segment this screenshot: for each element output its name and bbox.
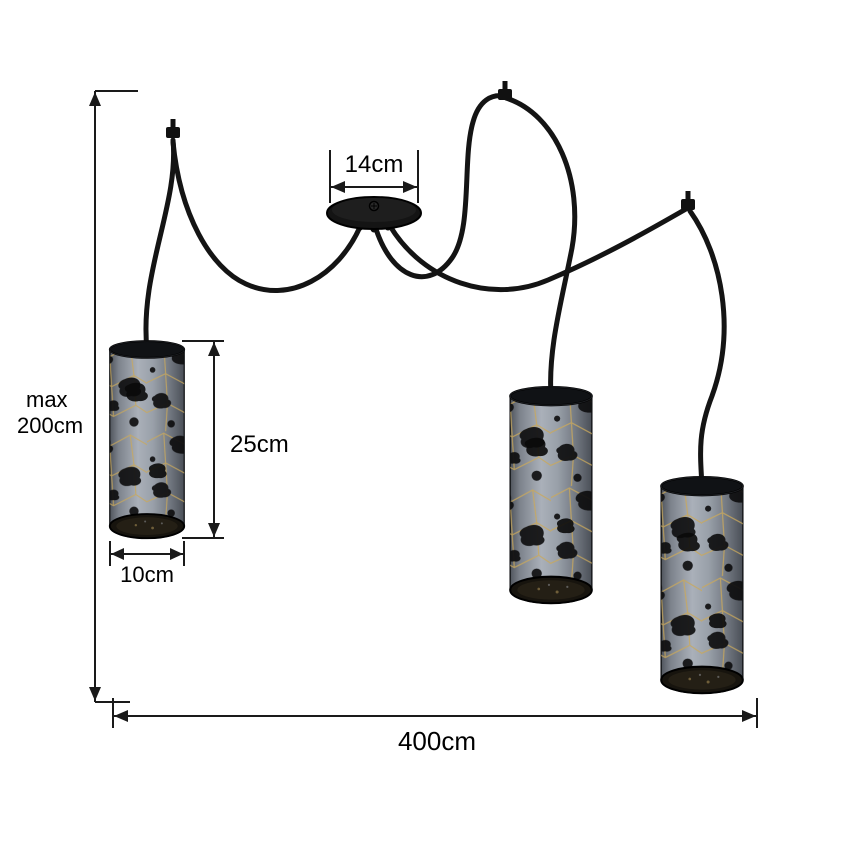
shade-height-label: 25cm — [230, 431, 289, 458]
max-height-label-prefix: max — [26, 387, 68, 412]
dimension-shade-diameter — [109, 541, 185, 566]
dimension-canopy-width — [329, 150, 419, 203]
shade-diameter-label: 10cm — [120, 562, 174, 587]
lampshade-middle — [509, 385, 593, 605]
cable-clip-left — [166, 119, 180, 138]
ceiling-canopy — [326, 196, 422, 233]
dimension-shade-height — [182, 340, 224, 539]
canopy-width-label: 14cm — [345, 151, 404, 178]
lampshade-left — [108, 340, 186, 540]
cable-middle — [373, 93, 578, 399]
total-width-label: 400cm — [398, 726, 476, 756]
dimension-total-width — [112, 698, 758, 728]
max-height-label-value: 200cm — [17, 413, 83, 438]
cable-clip-right — [681, 191, 695, 210]
cable-right — [387, 206, 727, 489]
lampshade-right — [660, 475, 744, 695]
cable-left — [143, 137, 363, 353]
cable-clip-middle — [498, 81, 512, 100]
